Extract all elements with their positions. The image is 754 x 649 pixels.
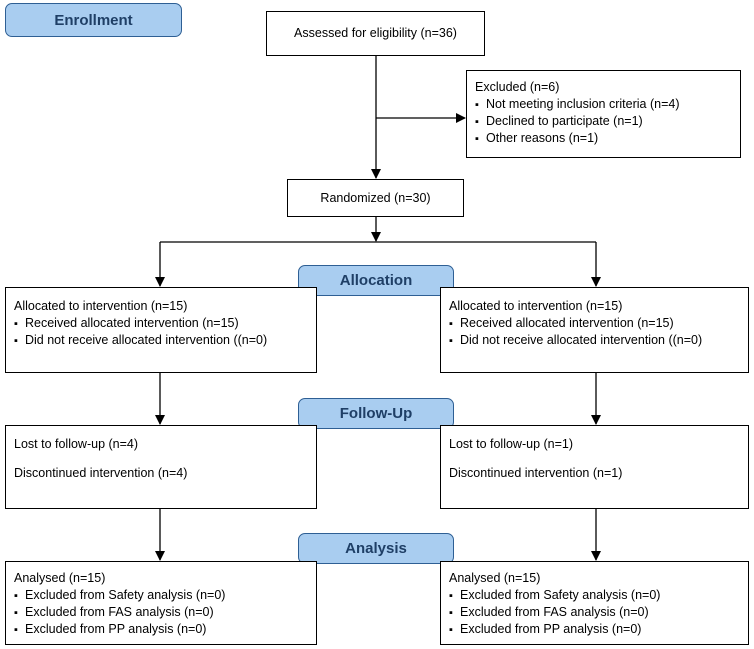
allocation-left-box: Allocated to intervention (n=15) Receive… [5, 287, 317, 373]
analysis-left-item: Excluded from Safety analysis (n=0) [14, 587, 308, 604]
assessed-text: Assessed for eligibility (n=36) [294, 26, 457, 41]
analysis-right-item: Excluded from Safety analysis (n=0) [449, 587, 740, 604]
analysis-left-title: Analysed (n=15) [14, 571, 106, 585]
excluded-item: Declined to participate (n=1) [475, 113, 732, 130]
excluded-item: Other reasons (n=1) [475, 130, 732, 147]
follow-up-right-discontinued: Discontinued intervention (n=1) [449, 465, 623, 480]
analysis-right-box: Analysed (n=15) Excluded from Safety ana… [440, 561, 749, 645]
allocation-left-title: Allocated to intervention (n=15) [14, 299, 188, 313]
allocation-right-box: Allocated to intervention (n=15) Receive… [440, 287, 749, 373]
follow-up-left-box: Lost to follow-up (n=4) Discontinued int… [5, 425, 317, 509]
stage-allocation: Allocation [298, 265, 454, 296]
assessed-box: Assessed for eligibility (n=36) [266, 11, 485, 56]
analysis-right-item: Excluded from FAS analysis (n=0) [449, 604, 740, 621]
allocation-left-item: Received allocated intervention (n=15) [14, 315, 308, 332]
follow-up-left-lost: Lost to follow-up (n=4) [14, 437, 139, 451]
randomized-text: Randomized (n=30) [320, 190, 431, 205]
randomized-box: Randomized (n=30) [287, 179, 464, 217]
allocation-right-item: Received allocated intervention (n=15) [449, 315, 740, 332]
stage-follow-up: Follow-Up [298, 398, 454, 429]
follow-up-right-lost: Lost to follow-up (n=1) [449, 437, 574, 451]
allocation-left-item: Did not receive allocated intervention (… [14, 332, 308, 349]
stage-allocation-label: Allocation [339, 272, 413, 289]
stage-enrollment-label: Enrollment [54, 11, 133, 29]
excluded-box: Excluded (n=6) Not meeting inclusion cri… [466, 70, 741, 158]
allocation-right-title: Allocated to intervention (n=15) [449, 299, 623, 313]
excluded-item: Not meeting inclusion criteria (n=4) [475, 96, 732, 113]
analysis-right-item: Excluded from PP analysis (n=0) [449, 621, 740, 638]
allocation-right-item: Did not receive allocated intervention (… [449, 332, 740, 349]
stage-analysis-label: Analysis [345, 540, 407, 557]
stage-analysis: Analysis [298, 533, 454, 564]
analysis-left-item: Excluded from PP analysis (n=0) [14, 621, 308, 638]
follow-up-left-discontinued: Discontinued intervention (n=4) [14, 465, 188, 480]
follow-up-right-box: Lost to follow-up (n=1) Discontinued int… [440, 425, 749, 509]
excluded-title: Excluded (n=6) [475, 80, 560, 94]
stage-follow-up-label: Follow-Up [339, 405, 413, 422]
stage-enrollment: Enrollment [5, 3, 182, 37]
analysis-left-box: Analysed (n=15) Excluded from Safety ana… [5, 561, 317, 645]
analysis-left-item: Excluded from FAS analysis (n=0) [14, 604, 308, 621]
analysis-right-title: Analysed (n=15) [449, 571, 541, 585]
